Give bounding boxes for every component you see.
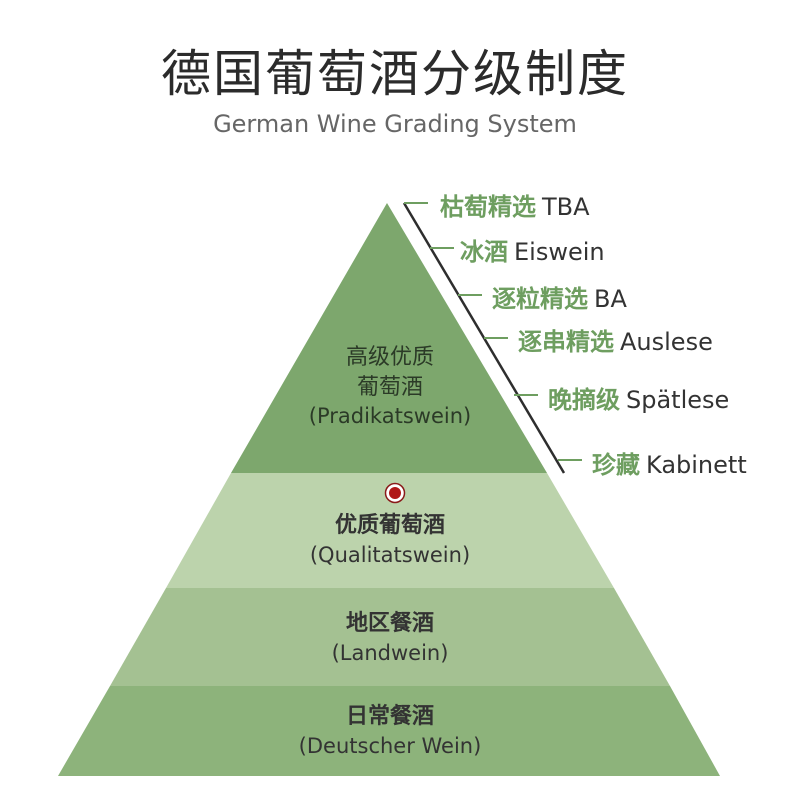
subgrade-kabinett-en: Kabinett <box>646 451 747 479</box>
tier-qualitatswein-en: (Qualitatswein) <box>309 542 471 567</box>
subgrade-eiswein-zh: 冰酒 <box>460 238 508 266</box>
tier-deutscher-wein-band <box>58 686 720 776</box>
tier-landwein-zh: 地区餐酒 <box>345 611 434 636</box>
subgrade-spatlese-en: Spätlese <box>626 386 730 414</box>
page-subtitle: German Wine Grading System <box>213 110 577 138</box>
subgrade-tba-en: TBA <box>542 193 590 221</box>
tier-deutscher-wein-label: 日常餐酒 (Deutscher Wein) <box>230 702 550 760</box>
tier-pradikatswein-band <box>231 203 547 473</box>
tier-landwein-label: 地区餐酒 (Landwein) <box>230 609 550 667</box>
tier-deutscher-wein-en: (Deutscher Wein) <box>298 733 482 758</box>
red-dot-icon <box>384 482 406 504</box>
subgrade-kabinett-zh: 珍藏 <box>592 451 640 479</box>
subgrade-auslese-zh: 逐串精选 <box>518 328 614 356</box>
tier-deutscher-wein-zh: 日常餐酒 <box>345 704 434 729</box>
subgrade-ba-zh: 逐粒精选 <box>492 285 588 313</box>
tier-pradikatswein-en: (Pradikatswein) <box>308 404 472 429</box>
tier-qualitatswein-band <box>166 473 614 588</box>
tier-pradikatswein-zh-1: 高级优质 <box>345 345 434 370</box>
subgrade-eiswein-en: Eiswein <box>514 238 605 266</box>
tier-landwein-band <box>110 588 670 686</box>
subgrade-spatlese-zh: 晚摘级 <box>548 386 620 414</box>
tier-qualitatswein-label: 优质葡萄酒 (Qualitatswein) <box>230 511 550 569</box>
page-title: 德国葡萄酒分级制度 <box>161 45 629 103</box>
tier-qualitatswein-zh: 优质葡萄酒 <box>334 513 445 538</box>
subgrade-ba-en: BA <box>594 285 627 313</box>
subgrade-auslese-en: Auslese <box>620 328 713 356</box>
subgrade-tba-zh: 枯萄精选 <box>440 193 536 221</box>
tier-pradikatswein-label: 高级优质 葡萄酒 (Pradikatswein) <box>230 343 550 431</box>
tier-landwein-en: (Landwein) <box>331 640 449 665</box>
tier-pradikatswein-zh-2: 葡萄酒 <box>356 374 423 400</box>
